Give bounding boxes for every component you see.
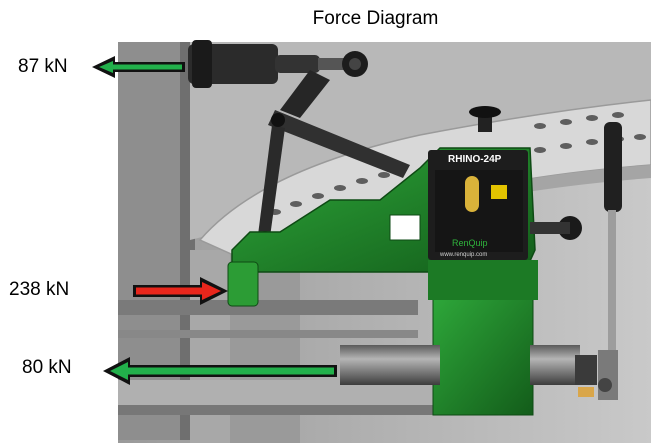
device-website-label: www.renquip.com (439, 252, 487, 258)
top-clamp-arm (188, 40, 410, 245)
force-arrow-bottom (103, 357, 337, 385)
force-label-bottom: 80 kN (22, 357, 72, 378)
force-arrow-top (92, 56, 185, 78)
diagram-title: Force Diagram (312, 8, 439, 29)
force-label-middle: 238 kN (9, 279, 70, 300)
force-label-top: 87 kN (18, 56, 68, 77)
device-model-label: RHINO-24P (448, 154, 502, 165)
tool-body (227, 106, 582, 416)
force-arrow-middle (133, 277, 228, 305)
bottom-cylinder (340, 345, 597, 397)
pump-handle (598, 122, 622, 400)
device-brand-label: RenQuip (452, 238, 488, 248)
